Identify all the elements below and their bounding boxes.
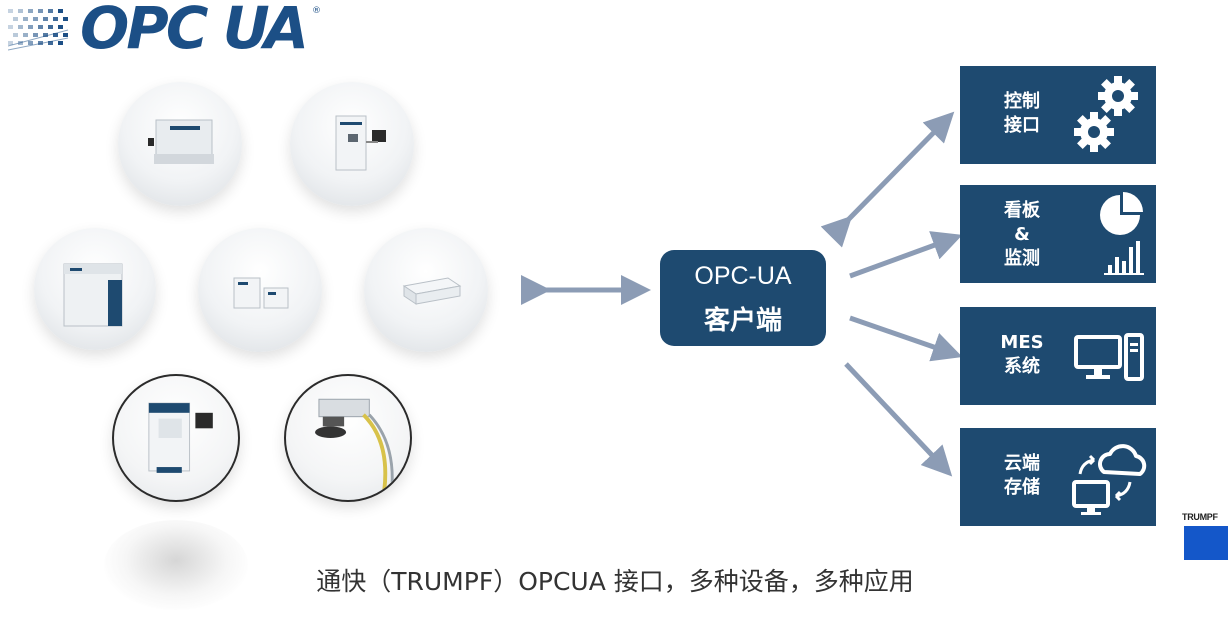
laser-machine-icon (148, 119, 214, 164)
computer-icon (1074, 333, 1144, 381)
logo-text: OPC UA (80, 0, 309, 62)
laser-module-icon (402, 277, 462, 305)
cloud-sync-icon (1072, 444, 1147, 515)
mes-system-box: MES 系统 (960, 307, 1156, 405)
dashboard-monitoring-box: 看板 & 监测 (960, 185, 1156, 283)
logo-registered-mark: ® (312, 6, 321, 16)
client-subtitle: 客户端 (703, 306, 782, 336)
logo-grid-icon (8, 9, 69, 51)
marking-cell-icon (148, 402, 213, 473)
arrow-client-cloud (844, 362, 953, 477)
arrow-client-dashboard (849, 231, 963, 279)
mes-system-label: MES 系统 (1000, 332, 1044, 377)
dashboard-monitoring-label: 看板 & 监测 (1004, 200, 1040, 269)
control-interface-box: 控制 接口 (960, 66, 1156, 164)
trumpf-logo-block (1184, 526, 1228, 560)
cloud-storage-label: 云端 存储 (1004, 453, 1040, 498)
gears-icon (1074, 76, 1138, 152)
device-4 (198, 228, 322, 352)
device-3 (34, 228, 156, 350)
laser-units-icon (233, 277, 289, 309)
trumpf-logo-text: TRUMPF (1182, 512, 1218, 522)
trumpf-logo: TRUMPF (1182, 512, 1228, 560)
device-2 (290, 82, 414, 206)
opc-ua-logo: OPC UA ® (8, 0, 328, 62)
arrow-client-control (820, 111, 955, 248)
client-title: OPC-UA (694, 262, 792, 290)
arrow-client-mes (849, 315, 963, 362)
opc-ua-client-box: OPC-UA 客户端 (660, 250, 826, 346)
caption: 通快（TRUMPF）OPCUA 接口，多种设备，多种应用 (316, 567, 914, 596)
marking-station-icon (335, 115, 386, 171)
pie-bar-chart-icon (1100, 192, 1144, 275)
device-6 (112, 374, 240, 502)
cloud-storage-box: 云端 存储 (960, 428, 1156, 526)
device-7 (284, 374, 412, 502)
device-5 (364, 228, 488, 352)
laser-head-icon (315, 398, 394, 500)
device-1 (118, 82, 242, 206)
device-reflection (104, 520, 248, 610)
control-interface-label: 控制 接口 (1004, 91, 1040, 136)
laser-cabinet-icon (63, 263, 123, 327)
